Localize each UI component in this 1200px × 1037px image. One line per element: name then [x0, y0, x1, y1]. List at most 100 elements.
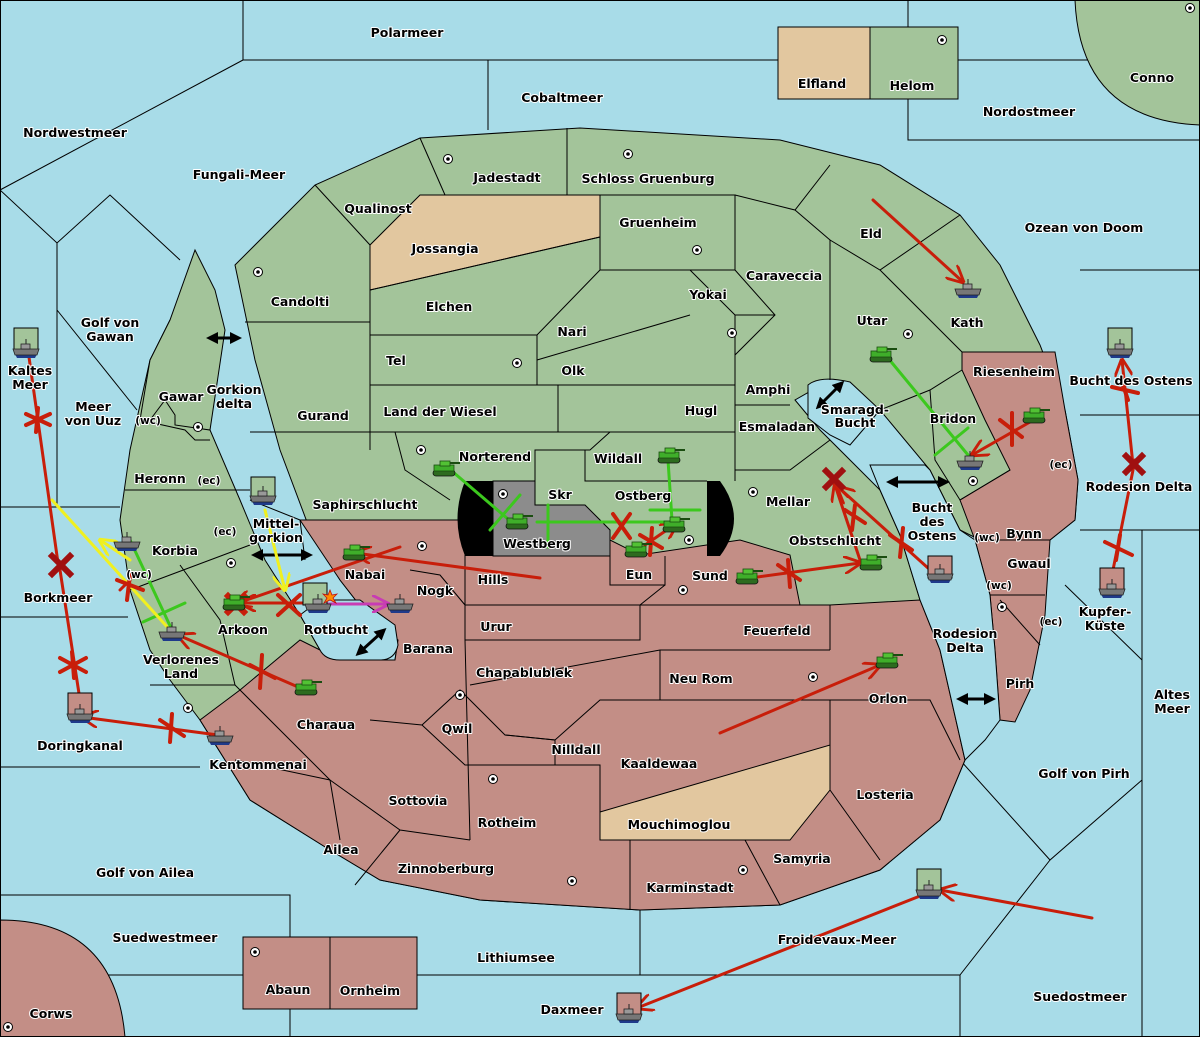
label-westberg: Westberg	[503, 536, 571, 551]
label-sottovia: Sottovia	[389, 793, 448, 808]
supply-center-icon	[455, 690, 465, 700]
supply-center-icon	[416, 445, 426, 455]
order-support	[451, 470, 517, 527]
label-sund: Sund	[692, 568, 728, 583]
label-suedwest: Suedwestmeer	[113, 930, 219, 945]
order-move	[58, 568, 82, 702]
label-ozean: Ozean von Doom	[1025, 220, 1144, 235]
coast-tag: (wc)	[135, 415, 161, 427]
territory-elfland[interactable]	[777, 26, 871, 100]
order-move	[972, 420, 1032, 455]
label-gawar: Gawar	[159, 389, 205, 404]
label-gorkion-1: Gorkion	[206, 382, 261, 397]
supply-center-icon	[997, 602, 1007, 612]
label-corws: Corws	[30, 1006, 73, 1021]
label-nabai: Nabai	[345, 567, 386, 582]
supply-center-icon	[623, 149, 633, 159]
label-kamala: Bucht des Ostens	[1069, 373, 1192, 388]
order-support	[933, 426, 970, 457]
cut-marker-icon	[115, 573, 145, 602]
label-ostberg: Ostberg	[615, 488, 672, 503]
label-hills: Hills	[478, 572, 509, 587]
label-barana: Barana	[403, 641, 453, 656]
label-borkmeer: Borkmeer	[24, 590, 94, 605]
supply-center-icon	[250, 947, 260, 957]
order-support	[50, 498, 172, 632]
cut-marker-icon	[998, 411, 1024, 447]
label-kupfer-2: Küste	[1085, 618, 1125, 633]
supply-center-icon	[183, 703, 193, 713]
label-eun: Eun	[626, 567, 652, 582]
cut-marker-icon	[638, 526, 664, 557]
territory-corws[interactable]	[0, 919, 126, 1037]
label-gorkion-2: delta	[216, 396, 252, 411]
cut-marker-icon	[58, 650, 88, 680]
region-east-red	[959, 351, 1079, 723]
coast-tag: (wc)	[974, 532, 1000, 544]
label-abaun: Abaun	[266, 982, 311, 997]
supply-center-icon	[417, 541, 427, 551]
label-gwaul: Gwaul	[1007, 556, 1050, 571]
label-qualinost: Qualinost	[344, 201, 411, 216]
label-feuerfeld: Feuerfeld	[743, 623, 810, 638]
supply-center-icon	[498, 489, 508, 499]
label-golfpirh: Golf von Pirh	[1038, 766, 1129, 781]
label-arkoon: Arkoon	[218, 622, 268, 637]
label-cobaltmeer: Cobaltmeer	[521, 90, 603, 105]
label-doringkanal: Doringkanal	[37, 738, 123, 753]
territory-ornheim[interactable]	[329, 936, 418, 1010]
label-obstschlucht: Obstschlucht	[789, 533, 881, 548]
label-norterend: Norterend	[459, 449, 531, 464]
supply-center-icon	[512, 358, 522, 368]
supply-centers	[3, 3, 1195, 1032]
supply-center-icon	[193, 422, 203, 432]
label-neurom: Neu Rom	[669, 671, 732, 686]
label-bucht-3: Ostens	[908, 528, 957, 543]
orders	[26, 198, 1137, 1008]
coast-tag: (ec)	[214, 526, 237, 538]
label-uuz-1: Meer	[75, 399, 111, 414]
supply-center-icon	[253, 267, 263, 277]
supply-center-icon	[738, 865, 748, 875]
order-move	[940, 890, 1094, 920]
coast-tag: (wc)	[126, 569, 152, 581]
land-borders	[125, 128, 1050, 910]
supply-center-icon	[748, 487, 758, 497]
label-jossangia: Jossangia	[410, 241, 478, 256]
label-orlon: Orlon	[869, 691, 908, 706]
territory-westberg[interactable]	[492, 480, 611, 557]
label-jadestadt: Jadestadt	[472, 170, 540, 185]
label-nilldall: Nilldall	[551, 742, 600, 757]
label-gruenheim: Gruenheim	[619, 215, 696, 230]
label-conno: Conno	[1130, 70, 1175, 85]
supply-center-icon	[3, 1022, 13, 1032]
label-losteria: Losteria	[856, 787, 913, 802]
label-candolti: Candolti	[271, 294, 330, 309]
cut-marker-icon	[776, 558, 802, 589]
cut-marker-icon	[276, 593, 302, 617]
label-helom: Helom	[890, 78, 935, 93]
label-suedost: Suedostmeer	[1033, 989, 1127, 1004]
label-hugl: Hugl	[685, 403, 718, 418]
label-heronn: Heronn	[134, 471, 186, 486]
territory-conno[interactable]	[1074, 0, 1200, 126]
order-support	[141, 601, 187, 624]
combat-burst-icon	[321, 588, 339, 604]
label-elchen: Elchen	[426, 299, 473, 314]
label-lithium: Lithiumsee	[477, 950, 555, 965]
label-zinnoberburg: Zinnoberburg	[398, 861, 494, 876]
order-move	[355, 553, 542, 580]
label-altes-2: Meer	[1154, 701, 1190, 716]
supply-center-icon	[903, 329, 913, 339]
order-move	[637, 894, 922, 1008]
coast-tag: (ec)	[1050, 459, 1073, 471]
label-smaragd-1: Smaragd-	[821, 402, 889, 417]
label-elfland: Elfland	[798, 76, 846, 91]
impassable-cap-east	[707, 481, 734, 556]
sea-labels: Polarmeer Cobaltmeer Nordwestmeer Fungal…	[7, 24, 1194, 1018]
order-support	[100, 540, 132, 562]
label-skr: Skr	[548, 487, 572, 502]
label-verlorenes-1: Verlorenes	[143, 652, 219, 667]
label-altes-1: Altes	[1154, 687, 1190, 702]
